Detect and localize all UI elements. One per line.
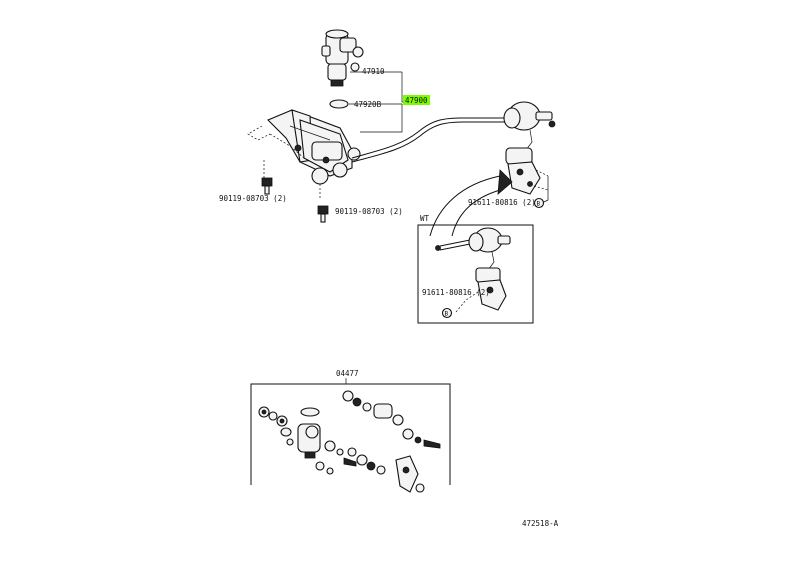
- inset-tag: WT: [420, 214, 430, 223]
- label-47920b: 47920B: [354, 100, 382, 109]
- valve-bracket[interactable]: [267, 109, 361, 185]
- label-kit: 04477: [336, 369, 359, 378]
- load-sensing-valve[interactable]: [321, 29, 364, 87]
- label-47900[interactable]: 47900: [405, 96, 428, 105]
- figure-number: 472518-A: [522, 519, 559, 528]
- control-rod[interactable]: [351, 117, 506, 163]
- o-ring[interactable]: [329, 99, 349, 109]
- bolt-left[interactable]: [261, 177, 273, 195]
- label-47900-highlight: [403, 95, 430, 105]
- label-bolt-bottom: 90119-08703 (2): [335, 207, 403, 216]
- label-inset-bolt: 91611-80816 (2): [422, 288, 490, 297]
- kit-parts[interactable]: [258, 390, 441, 493]
- circle-b2-label: B: [445, 311, 449, 318]
- label-bolt-left: 90119-08703 (2): [219, 194, 287, 203]
- label-47910: 47910: [362, 67, 385, 76]
- inset-box: WT 91611-80816 (2) B: [417, 214, 534, 324]
- sensor-arm-assembly[interactable]: [503, 101, 556, 195]
- circle-b-label: B: [537, 201, 541, 208]
- bolt-bottom[interactable]: [317, 205, 329, 223]
- inset-sensor-arm[interactable]: [435, 227, 511, 311]
- direction-arrow: [429, 175, 501, 237]
- label-bolt-right: 91611-80816 (2): [468, 198, 536, 207]
- kit-bracket: [250, 383, 451, 485]
